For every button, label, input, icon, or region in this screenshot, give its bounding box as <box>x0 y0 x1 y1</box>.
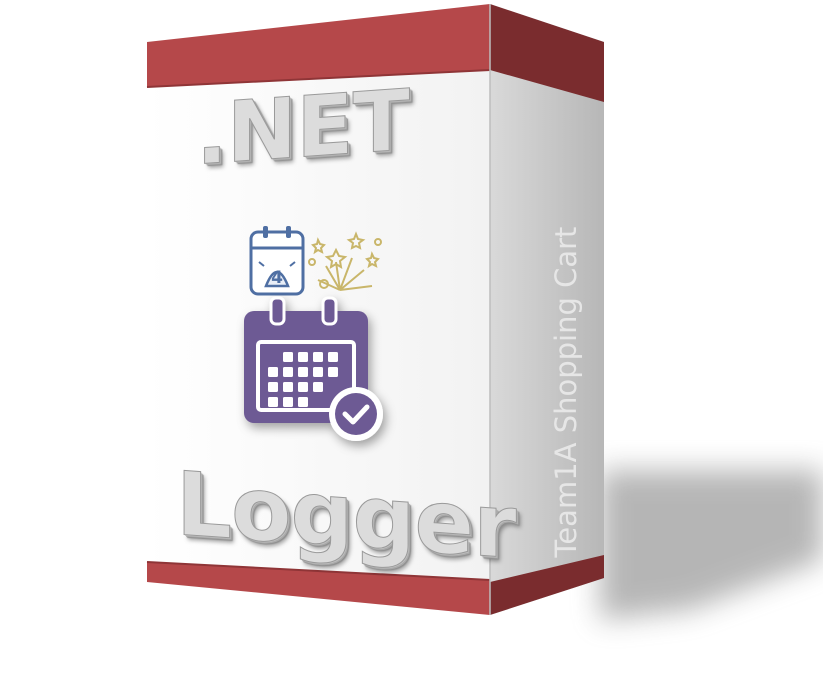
box-side-top-band <box>490 4 604 102</box>
box-side-panel <box>490 4 604 615</box>
calendar-reminder-number: 4 <box>271 268 283 288</box>
box-side-bottom-band <box>490 555 604 615</box>
fireworks-icon <box>308 231 382 291</box>
box-front-top-band <box>147 4 490 87</box>
calendar-check-icon <box>244 296 383 441</box>
box-front-bottom-band <box>147 562 490 615</box>
calendar-reminder-icon: 4 <box>249 226 305 296</box>
box-title: .NET <box>196 71 410 185</box>
box-side-label: Team1A Shopping Cart <box>549 226 583 558</box>
box-floor-shadow <box>600 470 823 620</box>
box-front-panel <box>147 4 490 615</box>
